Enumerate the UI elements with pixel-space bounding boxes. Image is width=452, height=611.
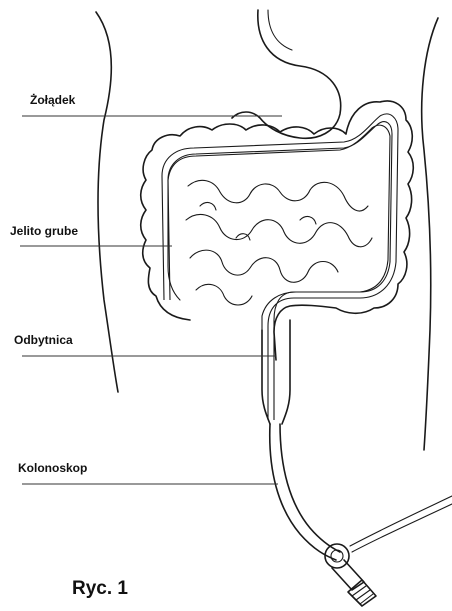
stomach-shape xyxy=(232,10,341,138)
colonoscope-in-colon-a xyxy=(162,114,398,420)
label-colonoscope: Kolonoskop xyxy=(18,461,87,475)
label-stomach: Żołądek xyxy=(30,93,75,107)
figure-caption: Ryc. 1 xyxy=(72,578,128,600)
label-large-intestine: Jelito grube xyxy=(10,224,78,238)
colon-outer xyxy=(141,101,414,360)
label-rectum: Odbytnica xyxy=(14,333,73,347)
esophagus-line xyxy=(268,10,292,50)
rectum-outline xyxy=(262,320,290,424)
torso-left-outline xyxy=(96,12,118,392)
colon-inner xyxy=(168,125,390,360)
torso-right-outline xyxy=(422,18,438,450)
colonoscope-cable xyxy=(270,424,336,560)
colonoscope-handle xyxy=(332,560,364,590)
colonoscope-light-cord xyxy=(350,496,452,546)
